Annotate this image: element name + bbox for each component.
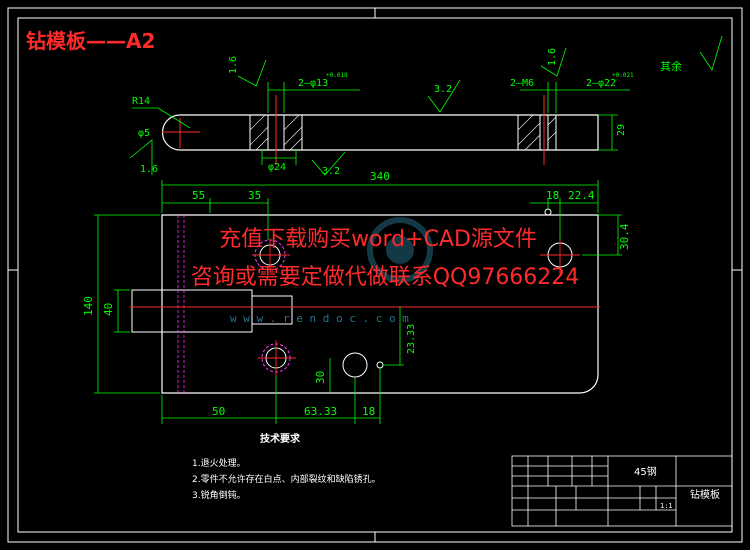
sheet-border [7, 7, 743, 543]
hole-right-callout: 2—φ22 [586, 78, 616, 89]
drawing-title: 钻模板——A2 [26, 29, 155, 53]
roughness-bottom: 3.2 [322, 166, 340, 177]
roughness-small: 1.6 [140, 164, 158, 175]
tech-req-item: 3.锐角倒钝。 [192, 489, 246, 501]
title-block [511, 455, 733, 527]
thickness-label: 29 [616, 124, 627, 136]
roughness-left: 1.6 [228, 56, 239, 74]
dia24-label: φ24 [268, 162, 286, 173]
tech-req-item: 1.退火处理。 [192, 457, 246, 469]
dim-30-4: 30.4 [618, 223, 631, 250]
tech-req-item: 2.零件不允许存在白点、内部裂纹和缺陷锈孔。 [192, 473, 381, 485]
dim-23-33: 23.33 [406, 324, 417, 354]
title-block-part-name: 钻模板 [690, 488, 720, 501]
dim-18-top: 18 [546, 189, 559, 202]
dim-22-4: 22.4 [568, 189, 595, 202]
title-block-material: 45钢 [634, 465, 657, 478]
dim-18-bottom: 18 [362, 405, 375, 418]
small-hole-label: φ5 [138, 128, 150, 139]
tech-req-heading: 技术要求 [260, 432, 301, 445]
roughness-right: 1.6 [547, 48, 558, 66]
dim-40: 40 [102, 303, 115, 316]
watermark-line2: 咨询或需要定做代做联系QQ97666224 [191, 265, 580, 290]
roughness-mid: 3.2 [434, 84, 452, 95]
dim-55: 55 [192, 189, 205, 202]
dim-140: 140 [82, 296, 95, 316]
radius-label: R14 [132, 96, 150, 107]
watermark-line1: 充值下载购买word+CAD源文件 [219, 227, 537, 252]
watermark-logo [367, 217, 433, 283]
technical-requirements: 技术要求 1.退火处理。 2.零件不允许存在白点、内部裂纹和缺陷锈孔。 3.锐角… [192, 432, 381, 501]
watermark-url: w w w . r e n d o c . c o m [230, 312, 409, 325]
front-view: 340 55 35 18 22.4 30.4 140 40 23.33 30 5… [82, 170, 631, 424]
dim-63-33: 63.33 [304, 405, 337, 418]
hole-left-tol: +0.018 [326, 72, 348, 79]
other-roughness-label: 其余 [660, 59, 682, 73]
dim-overall-length: 340 [370, 170, 390, 183]
hole-left-callout: 2—φ13 [298, 78, 328, 89]
dim-50: 50 [212, 405, 225, 418]
title-block-scale: 1:1 [660, 502, 673, 510]
dim-35: 35 [248, 189, 261, 202]
side-view: 1.6 1.6 2—φ13 +0.018 2—M6 2—φ22 +0.021 3… [129, 35, 723, 177]
hole-right-tol: +0.021 [612, 72, 634, 79]
dim-30: 30 [314, 371, 327, 384]
hole-right-count: 2—M6 [510, 78, 534, 89]
